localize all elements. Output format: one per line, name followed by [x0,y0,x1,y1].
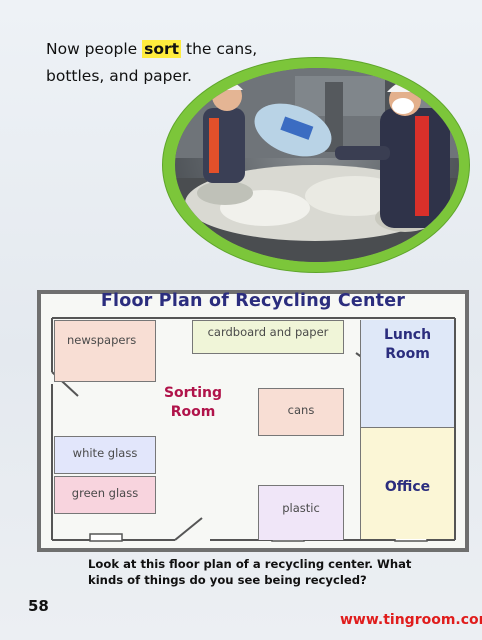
room-label-office: Office [384,479,431,495]
room-white-glass: white glass [54,436,156,474]
highlighted-word-sort: sort [142,40,182,58]
room-label-white-glass: white glass [72,446,138,460]
room-label-sorting: Sorting Room [152,384,234,422]
watermark: www.tingroom.com [340,612,482,628]
room-label-cardboard: cardboard and paper [207,325,329,339]
question-line-1: Look at this floor plan of a recycling c… [88,557,412,571]
question-line-2: kinds of things do you see being recycle… [88,573,367,587]
question-text: Look at this floor plan of a recycling c… [88,556,428,588]
room-cardboard: cardboard and paper [192,320,344,354]
intro-after: the cans, [181,40,258,58]
sorting-line-2: Room [170,404,216,420]
room-cans: cans [258,388,344,436]
recycling-workers-photo [175,68,459,262]
intro-text: Now people sort the cans, bottles, and p… [46,36,276,90]
intro-before: Now people [46,40,143,58]
intro-line-2: bottles, and paper. [46,67,192,85]
room-label-cans: cans [287,403,315,417]
page-number: 58 [28,597,49,615]
lunch-line-1: Lunch [383,327,432,343]
room-label-newspapers: newspapers [67,333,137,347]
room-label-green-glass: green glass [71,486,139,500]
room-lunch: Lunch Room [360,320,454,428]
room-label-plastic: plastic [282,501,320,515]
room-label-lunch: Lunch Room [361,326,454,364]
sorting-line-1: Sorting [163,385,223,401]
room-plastic: plastic [258,485,344,540]
lunch-line-2: Room [385,346,430,362]
room-office: Office [360,428,454,539]
room-newspapers: newspapers [54,320,156,382]
floor-plan-title: Floor Plan of Recycling Center [100,291,406,311]
intro-line-1: Now people sort the cans, [46,36,276,63]
room-green-glass: green glass [54,476,156,514]
